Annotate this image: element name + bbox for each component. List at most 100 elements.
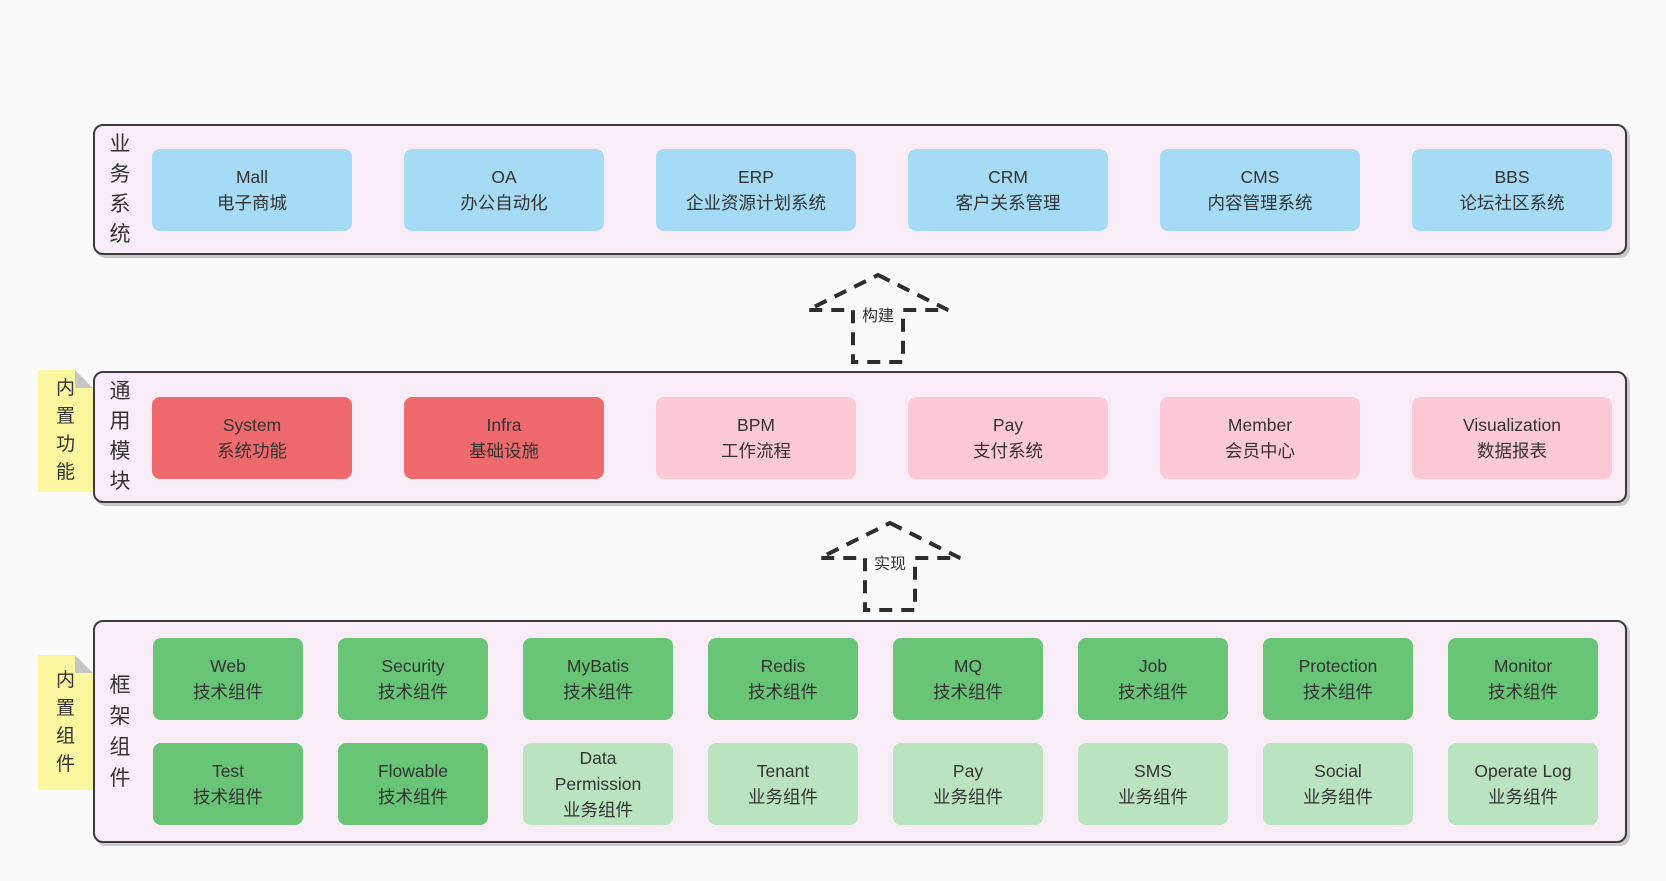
box-subtitle: 办公自动化 <box>460 193 548 213</box>
band-common-modules: 通用模块 System 系统功能 Infra 基础设施 BPM 工作流程 Pay… <box>93 371 1627 503</box>
box-title: Job <box>1138 656 1168 676</box>
arrow-up-implement: 实现 <box>810 520 970 614</box>
box-title: Monitor <box>1493 656 1553 676</box>
box-subtitle: 系统功能 <box>217 441 287 461</box>
component-box-mq: MQ 技术组件 <box>893 638 1043 720</box>
component-box-web: Web 技术组件 <box>153 638 303 720</box>
module-box-visualization: Visualization 数据报表 <box>1412 397 1612 479</box>
box-subtitle: 技术组件 <box>933 682 1003 702</box>
component-box-sms: SMS 业务组件 <box>1078 743 1228 825</box>
arrow-label: 构建 <box>858 306 898 328</box>
box-title: Flowable <box>377 761 449 781</box>
business-box-row: Mall 电子商城 OA 办公自动化 ERP 企业资源计划系统 CRM 客户关系… <box>152 149 1612 231</box>
box-title: CMS <box>1240 167 1280 187</box>
box-subtitle: 技术组件 <box>1118 682 1188 702</box>
module-box-system: System 系统功能 <box>152 397 352 479</box>
box-subtitle: 基础设施 <box>469 441 539 461</box>
box-subtitle: 企业资源计划系统 <box>686 193 826 213</box>
component-box-redis: Redis 技术组件 <box>708 638 858 720</box>
component-box-mybatis: MyBatis 技术组件 <box>523 638 673 720</box>
band-label-common-modules: 通用模块 <box>105 373 135 501</box>
component-box-security: Security 技术组件 <box>338 638 488 720</box>
band-label-business-systems: 业务系统 <box>105 126 135 253</box>
module-box-erp: ERP 企业资源计划系统 <box>656 149 856 231</box>
box-title: CRM <box>988 167 1028 187</box>
band-framework-components: 框架组件 Web 技术组件 Security 技术组件 MyBatis 技术组件… <box>93 620 1627 843</box>
band-label-text: 通用模块 <box>109 380 131 493</box>
module-box-oa: OA 办公自动化 <box>404 149 604 231</box>
box-subtitle: 业务组件 <box>933 787 1003 807</box>
module-box-pay: Pay 支付系统 <box>908 397 1108 479</box>
module-box-bbs: BBS 论坛社区系统 <box>1412 149 1612 231</box>
box-subtitle: 业务组件 <box>563 800 633 820</box>
box-title: System <box>222 415 282 435</box>
box-subtitle: 会员中心 <box>1225 441 1295 461</box>
sticky-text: 内置组件 <box>55 669 75 775</box>
box-subtitle: 业务组件 <box>748 787 818 807</box>
sticky-note-built-in-components: 内置组件 <box>38 655 93 790</box>
box-subtitle: 技术组件 <box>1488 682 1558 702</box>
box-subtitle: 数据报表 <box>1477 441 1547 461</box>
module-box-mall: Mall 电子商城 <box>152 149 352 231</box>
framework-box-row-2: Test 技术组件 Flowable 技术组件 Data Permission … <box>153 743 1598 825</box>
box-subtitle: 电子商城 <box>217 193 287 213</box>
component-box-job: Job 技术组件 <box>1078 638 1228 720</box>
box-subtitle: 论坛社区系统 <box>1459 193 1565 213</box>
box-title: Test <box>211 761 245 781</box>
folded-corner-icon <box>75 655 93 673</box>
box-title: Infra <box>486 415 522 435</box>
box-title: Data Permission <box>554 748 642 794</box>
component-box-operate-log: Operate Log 业务组件 <box>1448 743 1598 825</box>
box-title: Member <box>1227 415 1293 435</box>
band-business-systems: 业务系统 Mall 电子商城 OA 办公自动化 ERP 企业资源计划系统 CRM… <box>93 124 1627 255</box>
box-title: MQ <box>953 656 983 676</box>
arrow-up-icon <box>807 272 949 364</box>
component-box-test: Test 技术组件 <box>153 743 303 825</box>
module-box-bpm: BPM 工作流程 <box>656 397 856 479</box>
box-title: OA <box>491 167 517 187</box>
module-box-member: Member 会员中心 <box>1160 397 1360 479</box>
component-box-data-permission: Data Permission 业务组件 <box>523 743 673 825</box>
box-title: Pay <box>992 415 1024 435</box>
component-box-tenant: Tenant 业务组件 <box>708 743 858 825</box>
box-subtitle: 技术组件 <box>378 787 448 807</box>
component-box-pay: Pay 业务组件 <box>893 743 1043 825</box>
module-box-crm: CRM 客户关系管理 <box>908 149 1108 231</box>
box-subtitle: 客户关系管理 <box>955 193 1061 213</box>
box-subtitle: 技术组件 <box>563 682 633 702</box>
box-subtitle: 技术组件 <box>193 787 263 807</box>
box-subtitle: 业务组件 <box>1118 787 1188 807</box>
component-box-protection: Protection 技术组件 <box>1263 638 1413 720</box>
module-box-cms: CMS 内容管理系统 <box>1160 149 1360 231</box>
box-title: ERP <box>738 167 774 187</box>
box-subtitle: 工作流程 <box>721 441 791 461</box>
box-subtitle: 业务组件 <box>1488 787 1558 807</box>
arrow-up-build: 构建 <box>798 272 958 366</box>
sticky-note-built-in-features: 内置功能 <box>38 370 93 492</box>
box-title: BBS <box>1494 167 1530 187</box>
band-label-text: 业务系统 <box>109 132 131 246</box>
sticky-text: 内置功能 <box>55 378 75 483</box>
box-subtitle: 技术组件 <box>193 682 263 702</box>
box-subtitle: 业务组件 <box>1303 787 1373 807</box>
box-title: Protection <box>1298 656 1378 676</box>
box-subtitle: 内容管理系统 <box>1207 193 1313 213</box>
framework-box-row-1: Web 技术组件 Security 技术组件 MyBatis 技术组件 Redi… <box>153 638 1598 720</box>
box-title: Operate Log <box>1474 761 1572 781</box>
band-label-framework-components: 框架组件 <box>105 622 135 841</box>
component-box-monitor: Monitor 技术组件 <box>1448 638 1598 720</box>
component-box-flowable: Flowable 技术组件 <box>338 743 488 825</box>
box-title: Pay <box>952 761 984 781</box>
box-title: Redis <box>760 656 806 676</box>
box-title: Mall <box>235 167 269 187</box>
band-label-text: 框架组件 <box>109 673 131 790</box>
arrow-up-icon <box>819 520 961 612</box>
box-title: Security <box>381 656 445 676</box>
module-box-infra: Infra 基础设施 <box>404 397 604 479</box>
folded-corner-icon <box>75 370 93 388</box>
box-subtitle: 技术组件 <box>378 682 448 702</box>
box-title: Tenant <box>756 761 810 781</box>
box-subtitle: 技术组件 <box>748 682 818 702</box>
box-subtitle: 技术组件 <box>1303 682 1373 702</box>
